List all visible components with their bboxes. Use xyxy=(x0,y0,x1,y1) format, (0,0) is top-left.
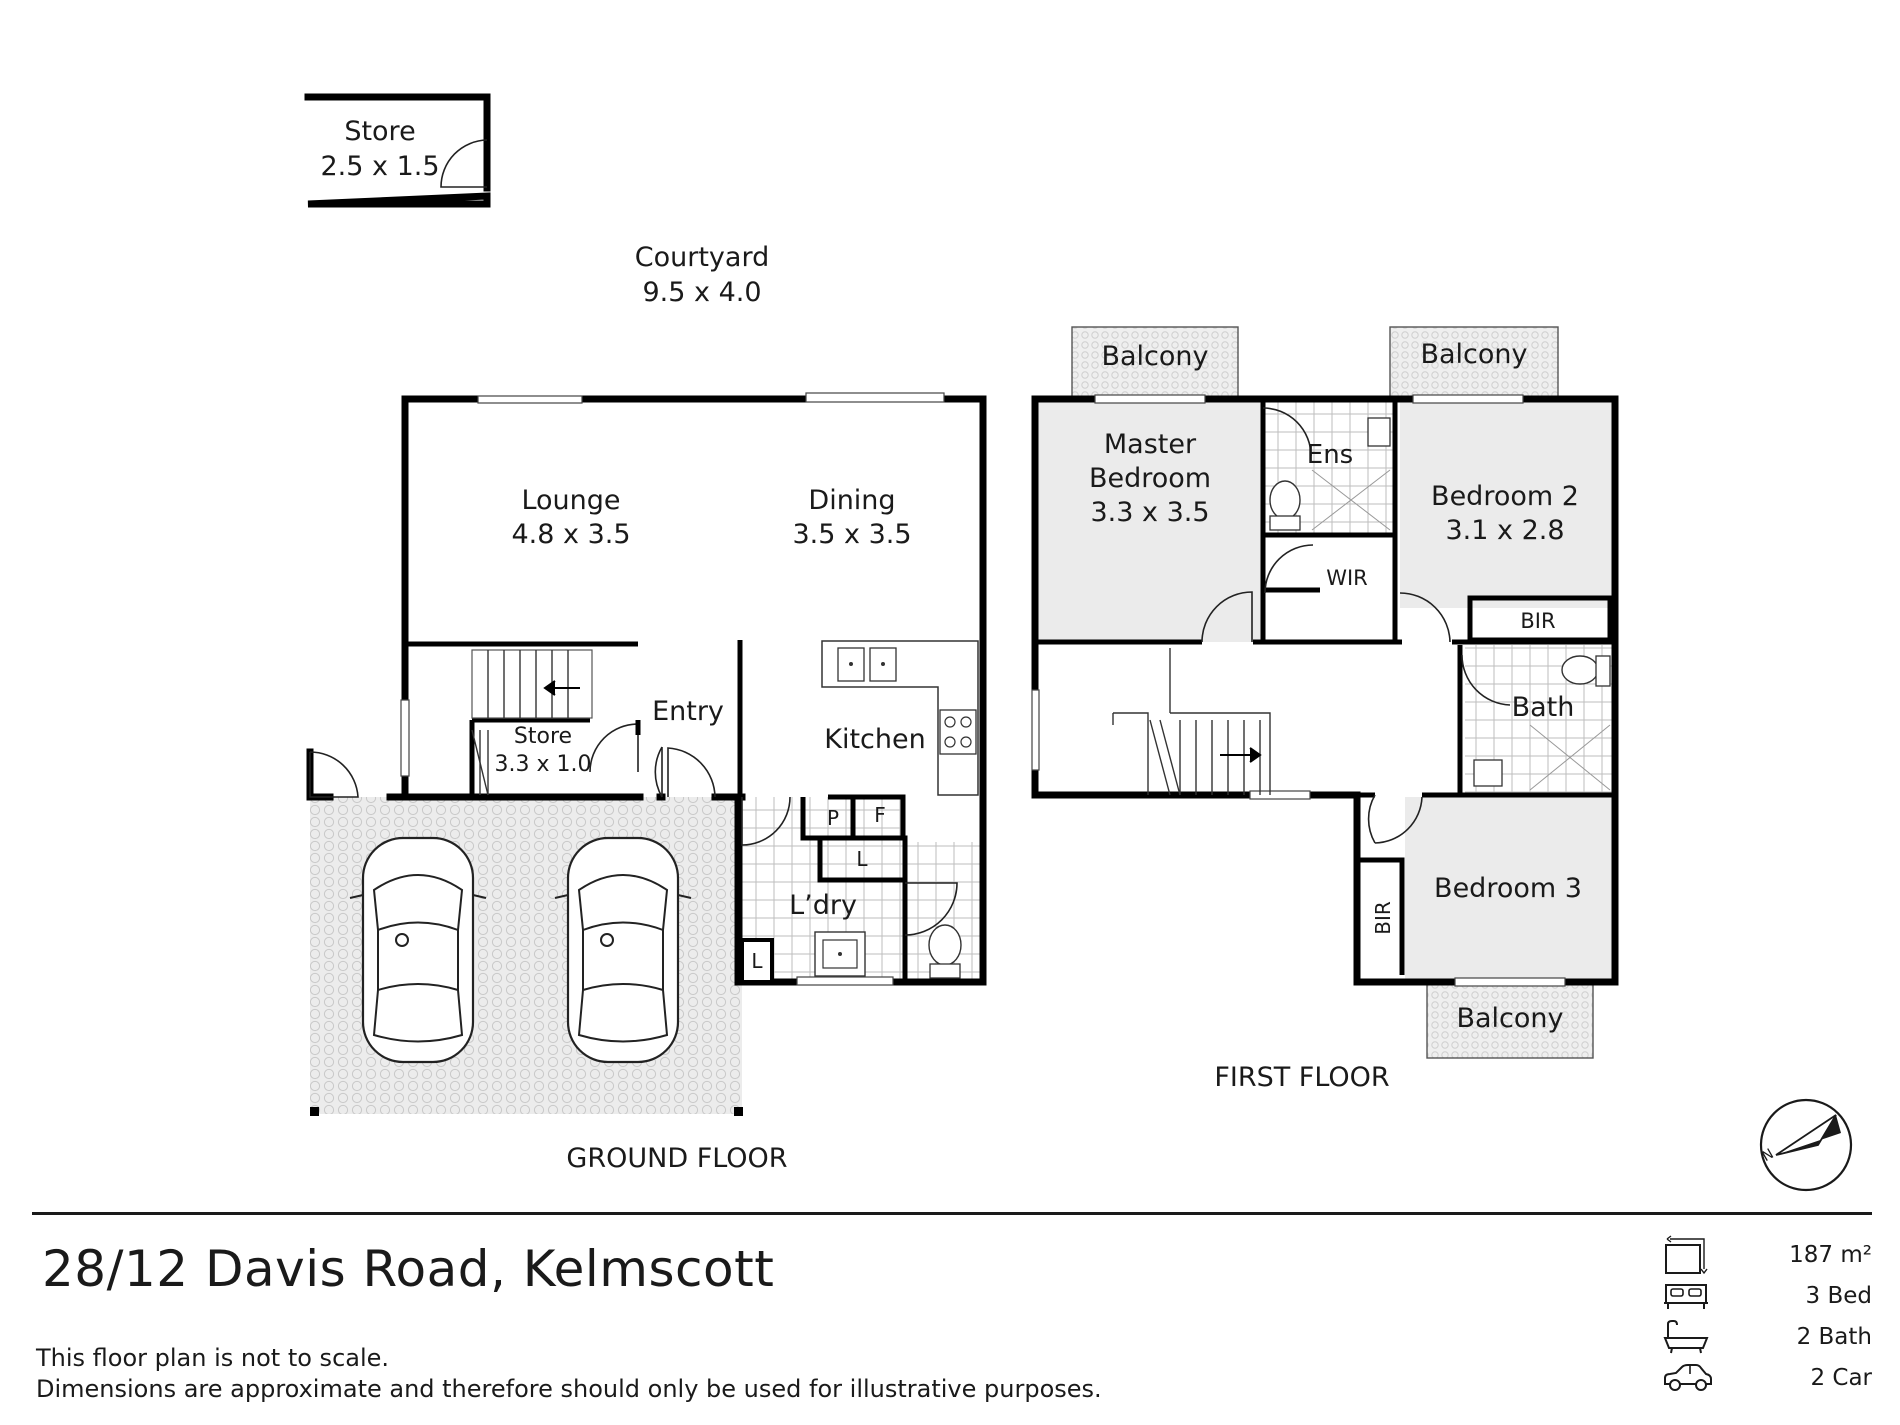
stat-bath: 2 Bath xyxy=(1662,1316,1872,1357)
ground-floor: Lounge 4.8 x 3.5 Dining 3.5 x 3.5 Entry … xyxy=(306,392,987,1174)
bedroom2-label: Bedroom 2 xyxy=(1431,481,1579,512)
pantry-label: P xyxy=(827,806,839,830)
disclaimer-line-2: Dimensions are approximate and therefore… xyxy=(36,1375,1102,1403)
balcony-3 xyxy=(1426,981,1594,1059)
ground-floor-title: GROUND FLOOR xyxy=(566,1143,787,1174)
bir2-label: BIR xyxy=(1520,609,1555,633)
master-dims: 3.3 x 3.5 xyxy=(1090,497,1209,528)
car-right-icon xyxy=(554,836,692,1064)
stat-area-value: 187 m² xyxy=(1789,1241,1872,1268)
bedroom3-label: Bedroom 3 xyxy=(1434,873,1582,904)
bath-label: Bath xyxy=(1512,692,1575,723)
balcony-1 xyxy=(1071,326,1239,400)
ensuite-label: Ens xyxy=(1307,440,1353,470)
first-floor-title: FIRST FLOOR xyxy=(1214,1062,1389,1093)
master-label-1: Master xyxy=(1104,429,1197,460)
dining-label: Dining xyxy=(808,485,895,516)
disclaimer: This floor plan is not to scale. Dimensi… xyxy=(36,1343,1102,1405)
balcony-2 xyxy=(1389,326,1559,400)
balcony-3-label: Balcony xyxy=(1456,1003,1563,1034)
stat-area: 187 m² xyxy=(1662,1234,1872,1275)
lounge-label: Lounge xyxy=(521,485,620,516)
bed-icon xyxy=(1662,1280,1714,1312)
disclaimer-line-1: This floor plan is not to scale. xyxy=(36,1344,390,1372)
store-inner-dims: 3.3 x 1.0 xyxy=(495,752,592,777)
stat-car: 2 Car xyxy=(1662,1357,1872,1398)
car-icon xyxy=(1662,1362,1714,1394)
floor-plan: Store 2.5 x 1.5 Courtyard 9.5 x 4.0 xyxy=(304,93,1853,1192)
bedroom2-dims: 3.1 x 2.8 xyxy=(1445,515,1564,546)
wir-label: WIR xyxy=(1326,566,1368,590)
bath-icon xyxy=(1662,1319,1714,1353)
courtyard-label: Courtyard xyxy=(635,242,769,273)
master-label-2: Bedroom xyxy=(1089,463,1211,494)
dining-dims: 3.5 x 3.5 xyxy=(792,519,911,550)
property-address: 28/12 Davis Road, Kelmscott xyxy=(42,1240,775,1298)
entry-label: Entry xyxy=(652,696,724,727)
balcony-1-label: Balcony xyxy=(1101,341,1208,372)
balcony-2-label: Balcony xyxy=(1420,339,1527,370)
store-inner-label: Store xyxy=(514,724,572,749)
lounge-dims: 4.8 x 3.5 xyxy=(511,519,630,550)
linen-l1-label: L xyxy=(856,847,868,871)
kitchen-benches xyxy=(821,640,979,796)
kitchen-label: Kitchen xyxy=(824,724,925,755)
store-outdoor-dims: 2.5 x 1.5 xyxy=(320,151,439,182)
first-floor-stairs xyxy=(1112,648,1271,796)
fridge-label: F xyxy=(874,803,886,827)
outdoor-store: Store 2.5 x 1.5 xyxy=(304,93,491,208)
car-left-icon xyxy=(349,836,487,1064)
footer-divider xyxy=(32,1212,1872,1215)
stat-bed: 3 Bed xyxy=(1662,1275,1872,1316)
property-stats: 187 m² 3 Bed 2 Bath xyxy=(1662,1234,1872,1398)
stat-bath-value: 2 Bath xyxy=(1796,1323,1872,1350)
store-outdoor-label: Store xyxy=(344,116,415,147)
bir3-label: BIR xyxy=(1371,901,1395,935)
stat-bed-value: 3 Bed xyxy=(1805,1282,1872,1309)
linen-l2-label: L xyxy=(751,949,763,973)
courtyard-dims: 9.5 x 4.0 xyxy=(642,277,761,308)
compass-icon: N xyxy=(1759,1098,1853,1192)
laundry-label: L’dry xyxy=(789,890,857,921)
stat-car-value: 2 Car xyxy=(1810,1364,1872,1391)
first-floor: Master Bedroom 3.3 x 3.5 Ens WIR Bedroom… xyxy=(1031,326,1619,1093)
ground-stairs xyxy=(471,649,593,796)
area-icon xyxy=(1662,1234,1714,1274)
